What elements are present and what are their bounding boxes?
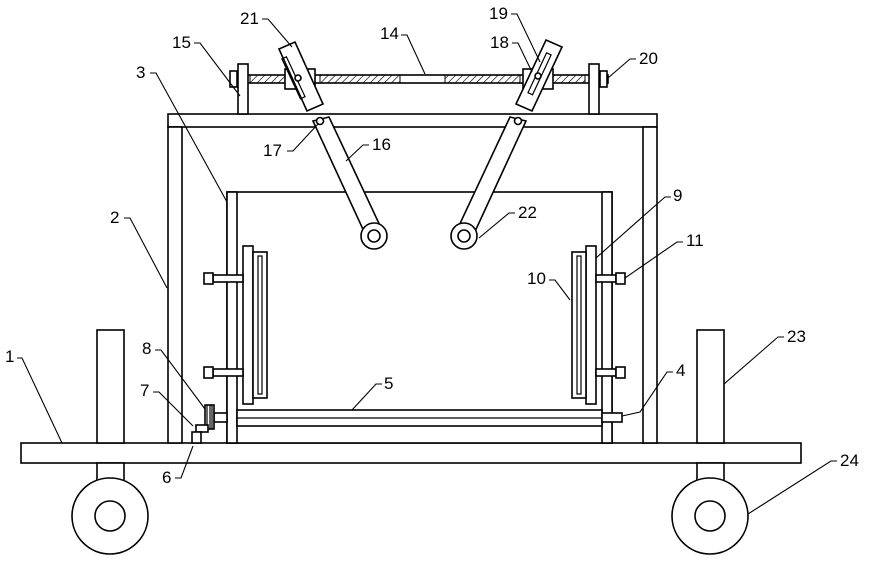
- drive-motor: [192, 405, 214, 443]
- label-4: 4: [676, 361, 685, 380]
- label-22: 22: [518, 203, 537, 222]
- inner-box: [227, 192, 612, 443]
- label-7: 7: [140, 381, 149, 400]
- label-10: 10: [527, 269, 546, 288]
- label-20: 20: [639, 49, 658, 68]
- label-9: 9: [673, 186, 682, 205]
- label-15: 15: [172, 33, 191, 52]
- label-11: 11: [686, 231, 704, 250]
- label-19: 19: [489, 4, 508, 23]
- label-2: 2: [110, 208, 119, 227]
- label-24: 24: [840, 451, 859, 470]
- label-6: 6: [162, 468, 171, 487]
- label-23: 23: [787, 327, 806, 346]
- label-5: 5: [384, 374, 393, 393]
- label-8: 8: [142, 339, 151, 358]
- label-1: 1: [5, 347, 14, 366]
- bottom-roller: [214, 410, 622, 426]
- left-wheel-assembly: [72, 330, 148, 554]
- label-14: 14: [380, 24, 399, 43]
- label-18: 18: [490, 33, 509, 52]
- label-17: 17: [263, 141, 282, 160]
- label-16: 16: [372, 135, 391, 154]
- label-3: 3: [136, 63, 145, 82]
- label-21: 21: [240, 9, 259, 28]
- base-plate: [21, 443, 801, 463]
